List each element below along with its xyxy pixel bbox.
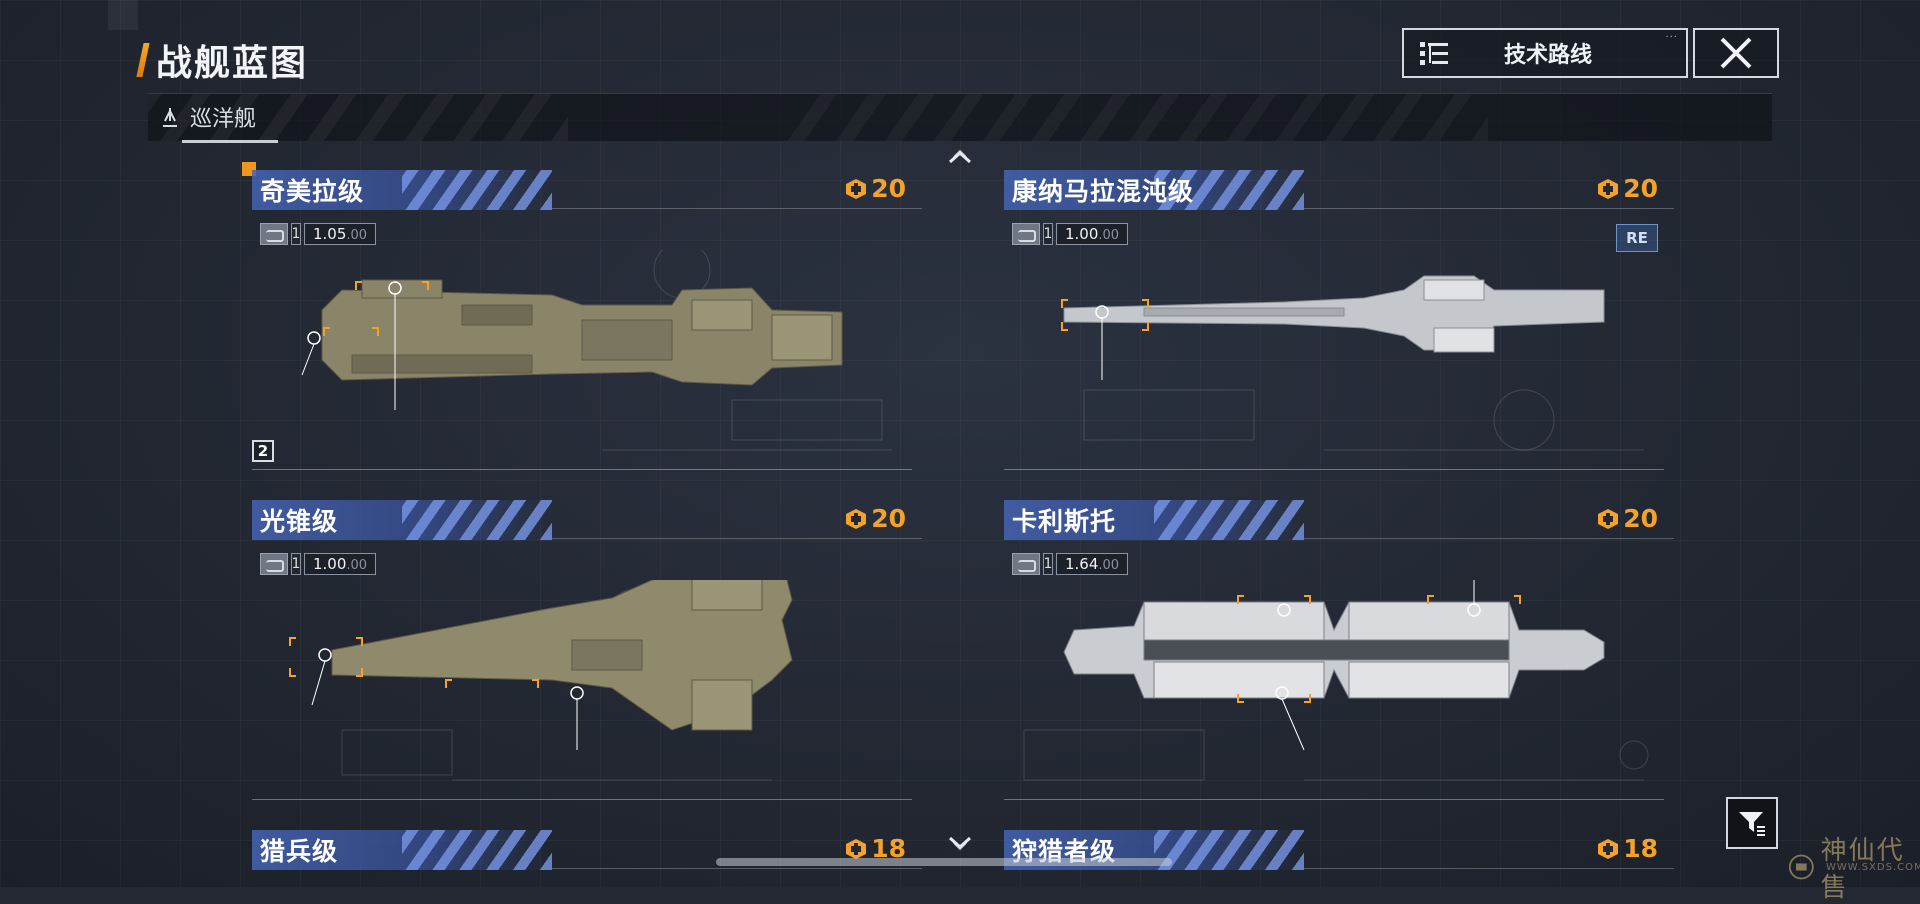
tech-tree-icon — [1420, 41, 1450, 65]
button-decoration: ··· — [1665, 32, 1678, 43]
ship-card-light-cone[interactable]: 光锥级 20 1 1.00.00 — [252, 500, 922, 800]
coin-icon — [846, 508, 867, 529]
watermark-logo-icon — [1788, 854, 1814, 880]
ship-name-bar: 奇美拉级 — [252, 170, 552, 210]
blueprint-type-icon — [1012, 553, 1040, 575]
watermark-url: WWW.SXDS.COM — [1826, 862, 1920, 873]
filter-button[interactable] — [1726, 797, 1778, 849]
coin-icon — [846, 178, 867, 199]
close-icon — [1720, 37, 1752, 69]
page-header: 战舰蓝图 — [136, 34, 309, 86]
ship-card-hunter[interactable]: 猎兵级 18 — [252, 830, 922, 870]
ship-cost: 20 — [1597, 174, 1658, 203]
level-badge: 2 — [252, 440, 274, 462]
ship-blueprint-image — [1061, 275, 1644, 451]
ship-blueprint-image — [301, 250, 892, 451]
tech-route-label: 技术路线 — [1503, 43, 1592, 68]
home-indicator-bar[interactable] — [716, 858, 1172, 866]
ship-cost: 20 — [845, 504, 906, 533]
ship-name-bar: 卡利斯托 — [1004, 500, 1304, 540]
category-label: 巡洋舰 — [190, 107, 257, 132]
category-bar — [148, 93, 1772, 141]
blueprint-type-icon — [260, 223, 288, 245]
close-button[interactable] — [1693, 28, 1779, 78]
corner-decoration — [108, 0, 138, 30]
chevron-down-icon[interactable] — [948, 836, 972, 852]
ship-name: 卡利斯托 — [1012, 507, 1117, 536]
version-tag: 1 1.05.00 — [260, 222, 377, 246]
ship-name-bar: 光锥级 — [252, 500, 552, 540]
category-tab-cruiser[interactable]: 巡洋舰 — [162, 101, 256, 133]
ship-blueprint-image — [1023, 580, 1649, 781]
blueprint-type-icon — [260, 553, 288, 575]
coin-icon — [1598, 178, 1619, 199]
coin-icon — [846, 838, 867, 859]
ship-name: 奇美拉级 — [260, 177, 365, 206]
ship-card-connemara[interactable]: 康纳马拉混沌级 20 1 1.00.00 RE — [1004, 170, 1674, 470]
coin-icon — [1598, 508, 1619, 529]
watermark: 神仙代售 WWW.SXDS.COM — [1788, 830, 1920, 904]
blueprint-type-icon — [1012, 223, 1040, 245]
ship-blueprint-image — [289, 580, 793, 781]
ship-card-chimera[interactable]: 奇美拉级 20 1 1.05.00 2 — [252, 170, 922, 470]
ship-cost: 18 — [1597, 834, 1658, 863]
page-title: 战舰蓝图 — [156, 43, 309, 84]
ship-name-bar: 康纳马拉混沌级 — [1004, 170, 1304, 210]
ship-card-callisto[interactable]: 卡利斯托 20 1 1.64.00 — [1004, 500, 1674, 800]
ship-cost: 20 — [845, 174, 906, 203]
chevron-up-icon[interactable] — [948, 148, 972, 164]
re-badge: RE — [1616, 224, 1658, 252]
ship-name: 康纳马拉混沌级 — [1012, 177, 1195, 206]
tech-route-button[interactable]: ··· 技术路线 — [1402, 28, 1688, 78]
version-tag: 1 1.64.00 — [1012, 552, 1129, 576]
ship-cost: 20 — [1597, 504, 1658, 533]
ship-class-icon — [163, 108, 177, 127]
version-tag: 1 1.00.00 — [1012, 222, 1129, 246]
version-tag: 1 1.00.00 — [260, 552, 377, 576]
ship-name-bar: 猎兵级 — [252, 830, 552, 870]
filter-icon — [1739, 812, 1765, 836]
ship-name: 猎兵级 — [260, 837, 339, 866]
category-underline — [182, 140, 278, 143]
ship-name: 光锥级 — [260, 507, 339, 536]
coin-icon — [1598, 838, 1619, 859]
